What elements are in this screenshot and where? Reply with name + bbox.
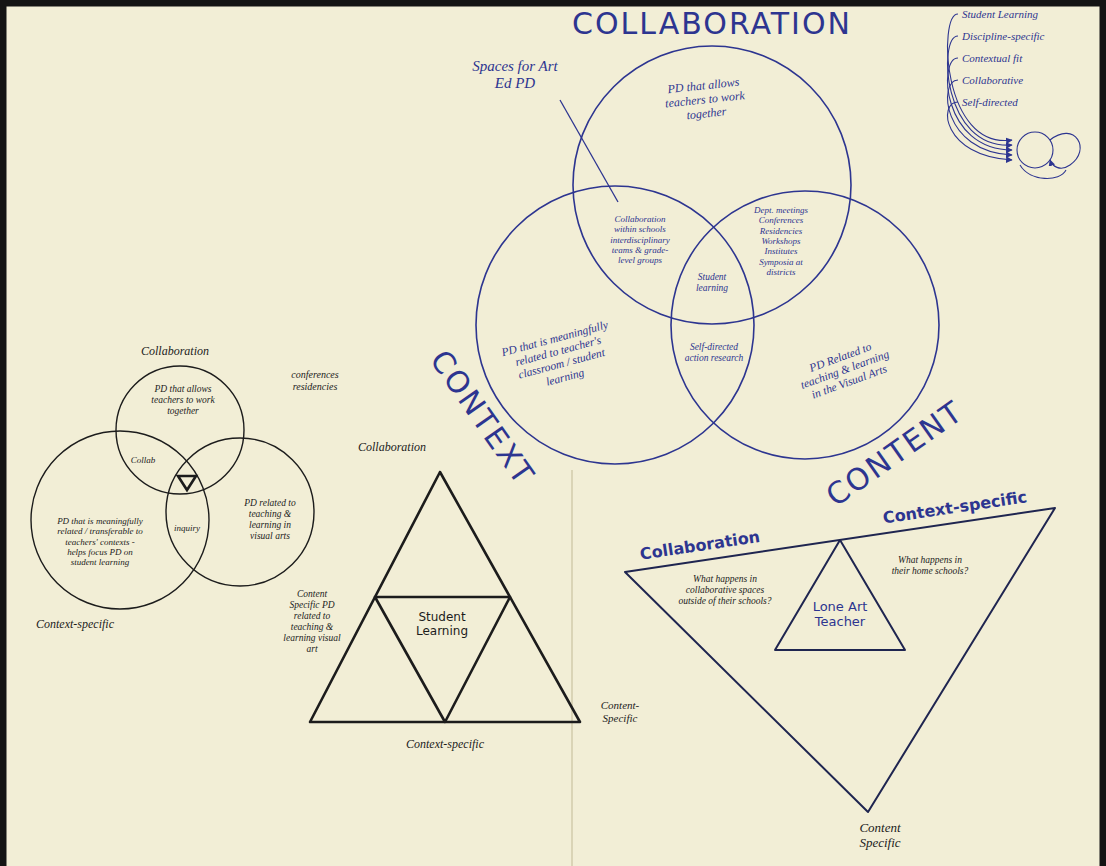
shape-heading: Collaboration (639, 528, 762, 564)
shape-note: Content Specific (845, 821, 915, 851)
text-anchor: PD that allows teachers to work together (647, 74, 763, 127)
paper-fold (571, 470, 573, 866)
photo-frame (0, 0, 7, 866)
text-anchor: Student Learning (412, 611, 472, 639)
triangle-region: Student Learning (375, 597, 510, 722)
circle-outline (573, 46, 851, 324)
shape-note: PD that allows teachers to work together (647, 74, 763, 127)
text-anchor: conferences residencies (279, 369, 351, 392)
triangle-outline (775, 540, 905, 650)
text-anchor: PD Related to teaching & learning in the… (791, 334, 899, 405)
triangle-outline (310, 472, 580, 722)
text-anchor: PD that is meaningfully related to teach… (493, 316, 627, 399)
annotation-text: Spaces for Art Ed PD (470, 58, 560, 93)
venn-circle: CONTENTPD Related to teaching & learning… (670, 190, 940, 460)
text-anchor: PD related to teaching & learning in vis… (238, 498, 302, 542)
triangle-outline (375, 597, 510, 722)
text-anchor: Self-directed action research (684, 342, 744, 364)
curved-arrow (948, 80, 1012, 155)
text-anchor: inquiry (174, 523, 200, 533)
annotation-text: inquiry (174, 523, 200, 533)
text-anchor: Self-directed (962, 96, 1018, 109)
annotation-text: Contextual fit (962, 52, 1022, 65)
annotation-text: Self-directed action research (684, 342, 744, 364)
circle-outline (116, 366, 244, 494)
venn-circle: PD that is meaningfully related / transf… (30, 430, 210, 610)
shape-heading: Collaboration (358, 441, 426, 455)
photo-frame (0, 0, 1106, 7)
loop-circle (1017, 132, 1053, 168)
text-anchor: Collaboration within schools interdiscip… (604, 214, 676, 266)
annotation-text: Discipline-specific (962, 30, 1044, 43)
loop-arc (1020, 165, 1066, 178)
shape-note: PD Related to teaching & learning in the… (791, 334, 899, 405)
shape-heading: PD that is meaningfully related / transf… (55, 516, 145, 568)
shape-outline (165, 437, 315, 587)
circle-outline (31, 431, 209, 609)
shape-note: What happens in their home schools? (890, 555, 970, 577)
text-anchor: Spaces for Art Ed PD (470, 58, 560, 93)
shape-heading: Collaboration (141, 345, 209, 359)
triangle-region: CollaborationContext-specificWhat happen… (625, 508, 1055, 812)
loop-arrows (948, 14, 1081, 178)
text-anchor: Student Learning (962, 8, 1038, 21)
shape-note: PD that allows teachers to work together (147, 384, 219, 417)
text-anchor: COLLABORATION (572, 7, 852, 42)
shape-note: Content Specific PD related to teaching … (282, 589, 342, 655)
text-anchor: Collaborative (962, 74, 1023, 87)
text-anchor: Discipline-specific (962, 30, 1044, 43)
triangle-region: CollaborationContent Specific PD related… (310, 472, 580, 722)
text-anchor: Content-Specific (592, 699, 648, 724)
annotation-text: Self-directed (962, 96, 1018, 109)
text-anchor: Student learning (687, 272, 737, 294)
text-anchor: PD that allows teachers to work together (147, 384, 219, 417)
shape-note: Context-specific (406, 738, 484, 752)
shape-heading: Lone Art Teacher (812, 600, 868, 630)
annotation-text: conferences residencies (279, 369, 351, 392)
circle-outline (166, 438, 314, 586)
annotation-text: Collaboration within schools interdiscip… (604, 214, 676, 266)
text-anchor: Collab (131, 455, 156, 465)
text-anchor: Contextual fit (962, 52, 1022, 65)
annotation-text: Student Learning (962, 8, 1038, 21)
shape-heading: PD related to teaching & learning in vis… (238, 498, 302, 542)
venn-circle: PD related to teaching & learning in vis… (165, 437, 315, 587)
text-anchor: Dept. meetings Conferences Residencies W… (748, 205, 814, 277)
shape-note: Content-Specific (592, 699, 648, 724)
text-anchor: Collaboration (141, 345, 209, 359)
annotation-text: Collab (131, 455, 156, 465)
shape-heading: Student Learning (412, 611, 472, 639)
triangle-outline (625, 508, 1055, 812)
shape-note: What happens in collaborative spaces out… (673, 574, 778, 607)
shape-outline (775, 540, 905, 650)
text-anchor: Context-specific (406, 738, 484, 752)
text-anchor: What happens in collaborative spaces out… (673, 574, 778, 607)
circle-outline (671, 191, 939, 459)
text-anchor: Lone Art Teacher (812, 600, 868, 630)
text-anchor: Content Specific (845, 821, 915, 851)
annotation-text: Collaborative (962, 74, 1023, 87)
text-anchor: PD that is meaningfully related / transf… (55, 516, 145, 568)
text-anchor: Content Specific PD related to teaching … (282, 589, 342, 655)
text-anchor: What happens in their home schools? (890, 555, 970, 577)
triangle-region: Lone Art Teacher (775, 540, 905, 650)
center-triangle (178, 476, 196, 490)
curved-arrow (948, 102, 1012, 160)
shape-note: PD that is meaningfully related to teach… (493, 316, 627, 399)
shape-heading: COLLABORATION (572, 7, 852, 42)
annotation-text: Dept. meetings Conferences Residencies W… (748, 205, 814, 277)
venn-circle: CollaborationPD that allows teachers to … (115, 365, 245, 495)
text-anchor: Context-specific (36, 618, 114, 632)
text-anchor: Collaboration (358, 441, 426, 455)
text-anchor: Collaboration (639, 528, 762, 564)
shape-note: Context-specific (36, 618, 114, 632)
photo-frame (1100, 0, 1106, 866)
loop-arc (1050, 133, 1080, 168)
shape-outline (670, 190, 940, 460)
annotation-text: Student learning (687, 272, 737, 294)
